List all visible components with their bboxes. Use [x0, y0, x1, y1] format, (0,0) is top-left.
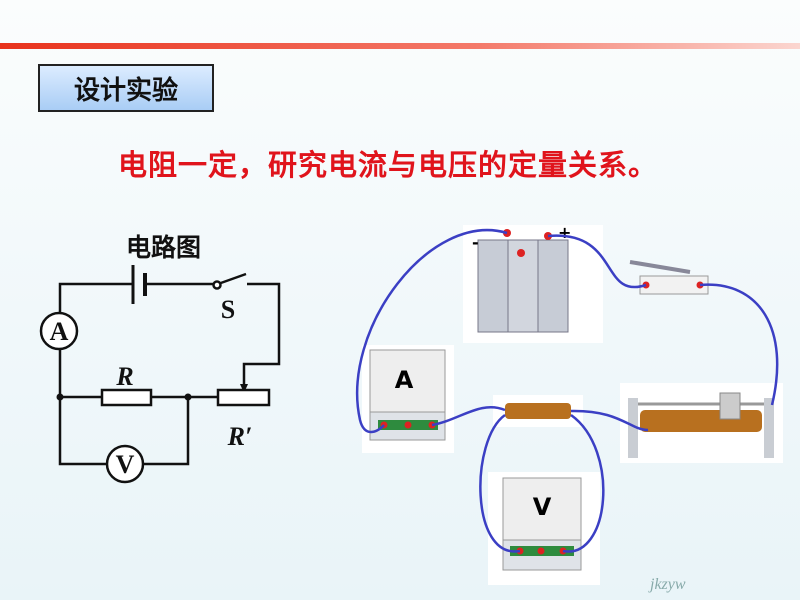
rheostat-label: R′	[227, 422, 253, 451]
voltmeter-label: V	[116, 450, 135, 479]
battery-plus-label: +	[558, 223, 571, 242]
voltmeter-apparatus: V	[488, 472, 600, 585]
switch-apparatus	[629, 260, 709, 295]
battery-symbol	[131, 265, 147, 304]
slide-subtitle: 电阻一定，研究电流与电压的定量关系。	[118, 148, 659, 182]
resistor-symbol	[100, 388, 153, 407]
switch-label: S	[221, 295, 235, 324]
apparatus-wires	[355, 229, 779, 553]
section-title: 设计实验	[38, 64, 214, 112]
voltmeter-symbol	[105, 444, 145, 484]
resistor-label: R	[115, 362, 133, 391]
ammeter-symbol	[39, 311, 79, 351]
voltmeter-apparatus-label: V	[533, 493, 552, 521]
resistor-apparatus	[493, 395, 583, 427]
battery-apparatus: - +	[463, 223, 603, 343]
rheostat-slider-arrow	[240, 384, 248, 393]
junction-dot	[56, 393, 64, 401]
watermark: jkzyw	[650, 576, 686, 593]
switch-symbol	[212, 272, 247, 290]
header-rule	[0, 43, 800, 49]
ammeter-apparatus: A	[362, 345, 454, 453]
rheostat-apparatus	[620, 383, 783, 463]
battery-minus-label: -	[472, 233, 479, 252]
circuit-diagram-title: 电路图	[126, 233, 202, 262]
ammeter-label: A	[50, 317, 69, 346]
ammeter-apparatus-label: A	[395, 366, 414, 394]
rheostat-symbol	[216, 388, 271, 407]
junction-dot	[184, 393, 192, 401]
